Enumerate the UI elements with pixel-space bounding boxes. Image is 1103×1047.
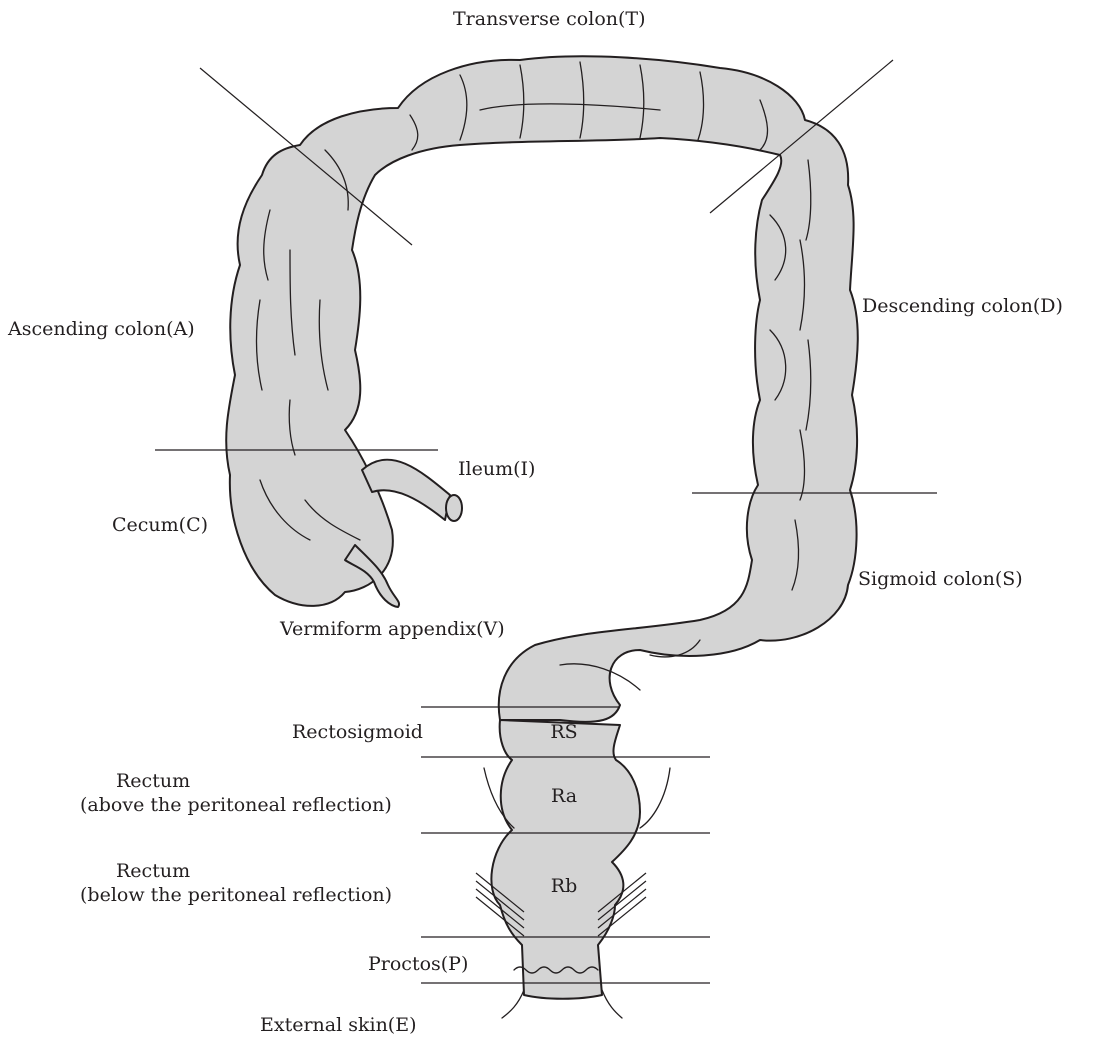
label-rs: RS: [524, 721, 604, 743]
label-external-skin: External skin(E): [260, 1014, 417, 1036]
label-sigmoid-colon: Sigmoid colon(S): [858, 568, 1023, 590]
label-ileum: Ileum(I): [458, 458, 535, 480]
label-rectum-below-title: Rectum: [116, 860, 190, 882]
label-transverse-colon: Transverse colon(T): [453, 8, 646, 30]
label-rectum-above-title: Rectum: [116, 770, 190, 792]
label-rectosigmoid: Rectosigmoid: [292, 721, 423, 743]
label-ra: Ra: [524, 785, 604, 807]
label-vermiform-appendix: Vermiform appendix(V): [280, 618, 505, 640]
label-rectum-above-note: (above the peritoneal reflection): [80, 794, 392, 816]
label-proctos: Proctos(P): [368, 953, 468, 975]
label-rectum-below-note: (below the peritoneal reflection): [80, 884, 392, 906]
anal-verge-right: [602, 990, 622, 1018]
label-descending-colon: Descending colon(D): [862, 295, 1063, 317]
peritoneal-reflection-right: [640, 768, 670, 828]
label-ascending-colon: Ascending colon(A): [8, 318, 195, 340]
anal-verge-left: [502, 990, 524, 1018]
label-rb: Rb: [524, 875, 604, 897]
label-cecum: Cecum(C): [112, 514, 208, 536]
rectum: [491, 720, 640, 999]
ileum-opening: [446, 495, 462, 521]
